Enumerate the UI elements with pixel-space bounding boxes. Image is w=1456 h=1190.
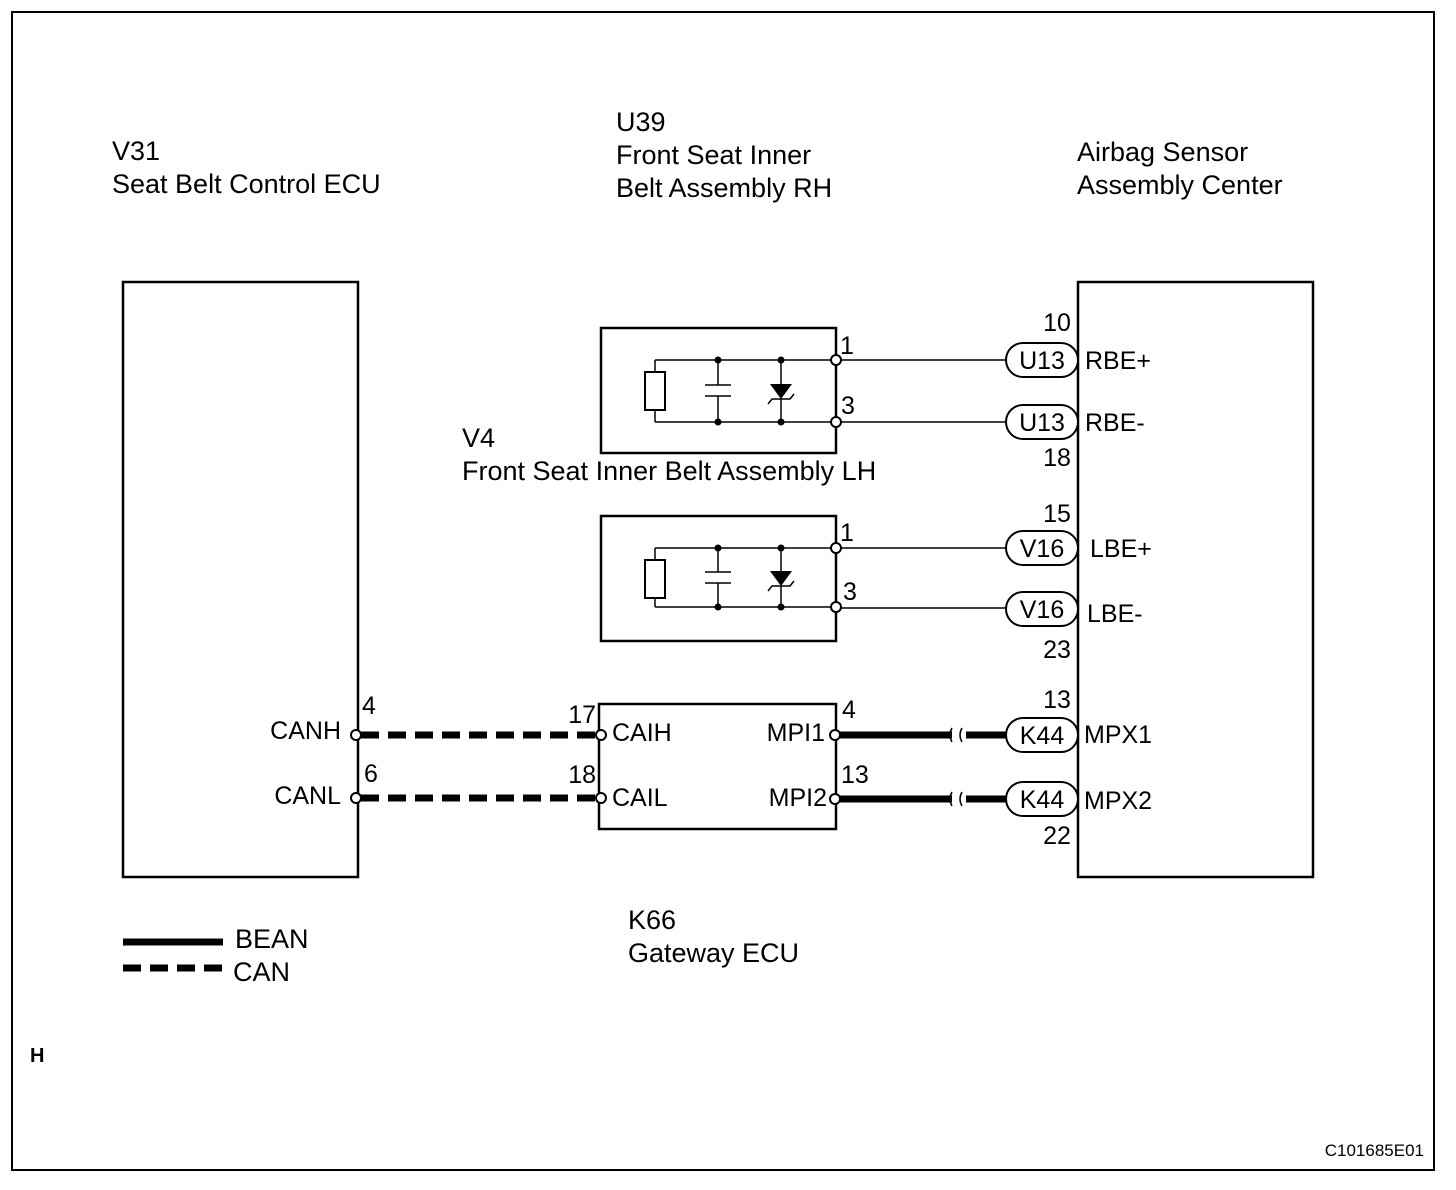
terminal bbox=[350, 792, 362, 804]
terminal bbox=[829, 793, 841, 805]
legend: BEAN CAN bbox=[123, 924, 309, 987]
lh-belt-code: V4 bbox=[462, 423, 495, 453]
pin-number: 1 bbox=[840, 519, 854, 547]
airbag-sensor-box bbox=[1076, 280, 1315, 879]
terminal bbox=[595, 729, 607, 741]
gateway-box bbox=[597, 702, 838, 831]
zener-diode-icon bbox=[770, 571, 792, 586]
pin-number: 15 bbox=[1043, 500, 1071, 528]
lh-belt-name: Front Seat Inner Belt Assembly LH bbox=[462, 456, 876, 486]
pin-label: MPX1 bbox=[1084, 721, 1152, 749]
connector-oval bbox=[1005, 342, 1079, 378]
legend-can-label: CAN bbox=[233, 957, 290, 987]
pin-label: CAIL bbox=[612, 784, 668, 812]
rh-belt-name-line1: Front Seat Inner bbox=[616, 140, 811, 170]
pin-label: MPI2 bbox=[769, 784, 827, 812]
pin-label: CANL bbox=[274, 782, 341, 810]
pin-number: 13 bbox=[841, 761, 869, 789]
rh-belt-box bbox=[599, 326, 838, 455]
legend-bean-label: BEAN bbox=[235, 924, 309, 954]
terminal bbox=[829, 729, 841, 741]
pin-number: 13 bbox=[1043, 686, 1071, 714]
pin-label: LBE- bbox=[1087, 600, 1143, 628]
pin-label: CAIH bbox=[612, 719, 672, 747]
terminal bbox=[830, 542, 842, 554]
airbag-name-line2: Assembly Center bbox=[1077, 170, 1283, 200]
bean-wire-mpx1 bbox=[839, 727, 1006, 743]
pin-number: 3 bbox=[841, 392, 855, 420]
connector-code: V16 bbox=[1020, 596, 1064, 624]
connector-oval bbox=[1005, 717, 1079, 753]
connector-code: K44 bbox=[1020, 722, 1065, 750]
airbag-name-line1: Airbag Sensor bbox=[1077, 137, 1248, 167]
pin-number: 18 bbox=[1043, 444, 1071, 472]
ecu-name: Seat Belt Control ECU bbox=[112, 169, 381, 199]
pin-label: LBE+ bbox=[1090, 535, 1152, 563]
connector-code: V16 bbox=[1020, 535, 1064, 563]
pin-number: 10 bbox=[1043, 309, 1071, 337]
pin-label: MPI1 bbox=[767, 719, 825, 747]
rh-belt-code: U39 bbox=[616, 107, 666, 137]
gateway-code: K66 bbox=[628, 905, 676, 935]
connector-code: U13 bbox=[1019, 347, 1065, 375]
corner-mark: H bbox=[30, 1045, 44, 1067]
pin-label: RBE+ bbox=[1085, 347, 1151, 375]
pin-label: MPX2 bbox=[1084, 787, 1152, 815]
pin-label: RBE- bbox=[1085, 409, 1145, 437]
pin-number: 22 bbox=[1043, 822, 1071, 850]
terminal bbox=[830, 601, 842, 613]
resistor-icon bbox=[644, 559, 666, 599]
connector-code: K44 bbox=[1020, 786, 1065, 814]
connector-oval bbox=[1005, 530, 1079, 566]
ecu-code: V31 bbox=[112, 136, 160, 166]
connector-oval bbox=[1005, 404, 1079, 440]
pin-number: 23 bbox=[1043, 636, 1071, 664]
zener-diode-icon bbox=[770, 384, 792, 399]
pin-number: 4 bbox=[842, 696, 856, 724]
pin-number: 4 bbox=[362, 692, 376, 720]
pin-number: 1 bbox=[840, 332, 854, 360]
pin-label: CANH bbox=[270, 717, 341, 745]
terminal bbox=[595, 792, 607, 804]
terminal bbox=[830, 416, 842, 428]
frame-border bbox=[11, 11, 1435, 1171]
pin-number: 3 bbox=[843, 578, 857, 606]
terminal bbox=[350, 729, 362, 741]
seat-belt-ecu-box bbox=[121, 280, 360, 879]
bean-wire-mpx2 bbox=[839, 791, 1006, 807]
rh-belt-circuit bbox=[644, 356, 836, 426]
connector-oval bbox=[1005, 591, 1079, 627]
gateway-name: Gateway ECU bbox=[628, 938, 799, 968]
lh-belt-box bbox=[599, 514, 838, 643]
resistor-icon bbox=[644, 371, 666, 411]
connector-code: U13 bbox=[1019, 409, 1065, 437]
rh-belt-name-line2: Belt Assembly RH bbox=[616, 173, 832, 203]
pin-number: 17 bbox=[568, 701, 596, 729]
lh-belt-circuit bbox=[644, 544, 836, 611]
pin-number: 6 bbox=[364, 760, 378, 788]
figure-id: C101685E01 bbox=[1325, 1141, 1424, 1160]
pin-number: 18 bbox=[568, 761, 596, 789]
connector-oval bbox=[1005, 781, 1079, 817]
terminal bbox=[830, 354, 842, 366]
